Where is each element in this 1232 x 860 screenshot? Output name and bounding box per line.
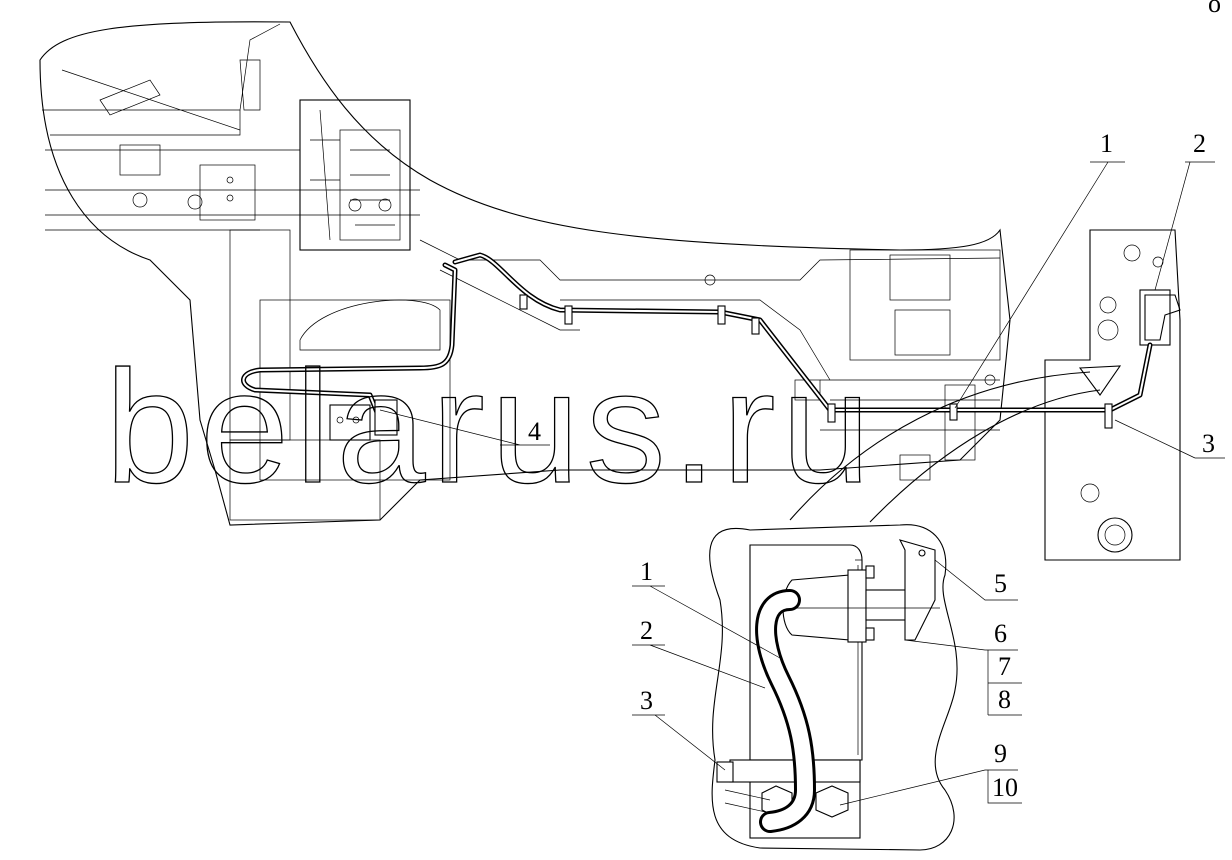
detail-callout-3: 3 [640,686,653,715]
main-callout-2: 2 [1193,129,1206,158]
detail-callout-1: 1 [640,557,653,586]
main-leaders [379,161,1225,459]
watermark-text: belarus.ru [105,337,876,516]
hose-route [241,252,1153,441]
main-callout-1: 1 [1100,129,1113,158]
detail-callout-2: 2 [640,616,653,645]
detail-view [709,524,958,851]
main-callout-3: 3 [1202,429,1215,458]
main-callout-4: 4 [528,417,541,446]
rear-bracket-plate [1044,229,1181,561]
detail-callout-6: 6 [994,619,1007,648]
detail-callout-9: 9 [994,739,1007,768]
detail-leaders [632,559,1022,806]
detail-callout-7: 7 [998,652,1011,681]
detail-callout-10: 10 [992,773,1018,802]
corner-mark: о [1208,0,1221,18]
detail-arrow [789,365,1122,523]
detail-callout-8: 8 [998,685,1011,714]
detail-callout-5: 5 [994,569,1007,598]
